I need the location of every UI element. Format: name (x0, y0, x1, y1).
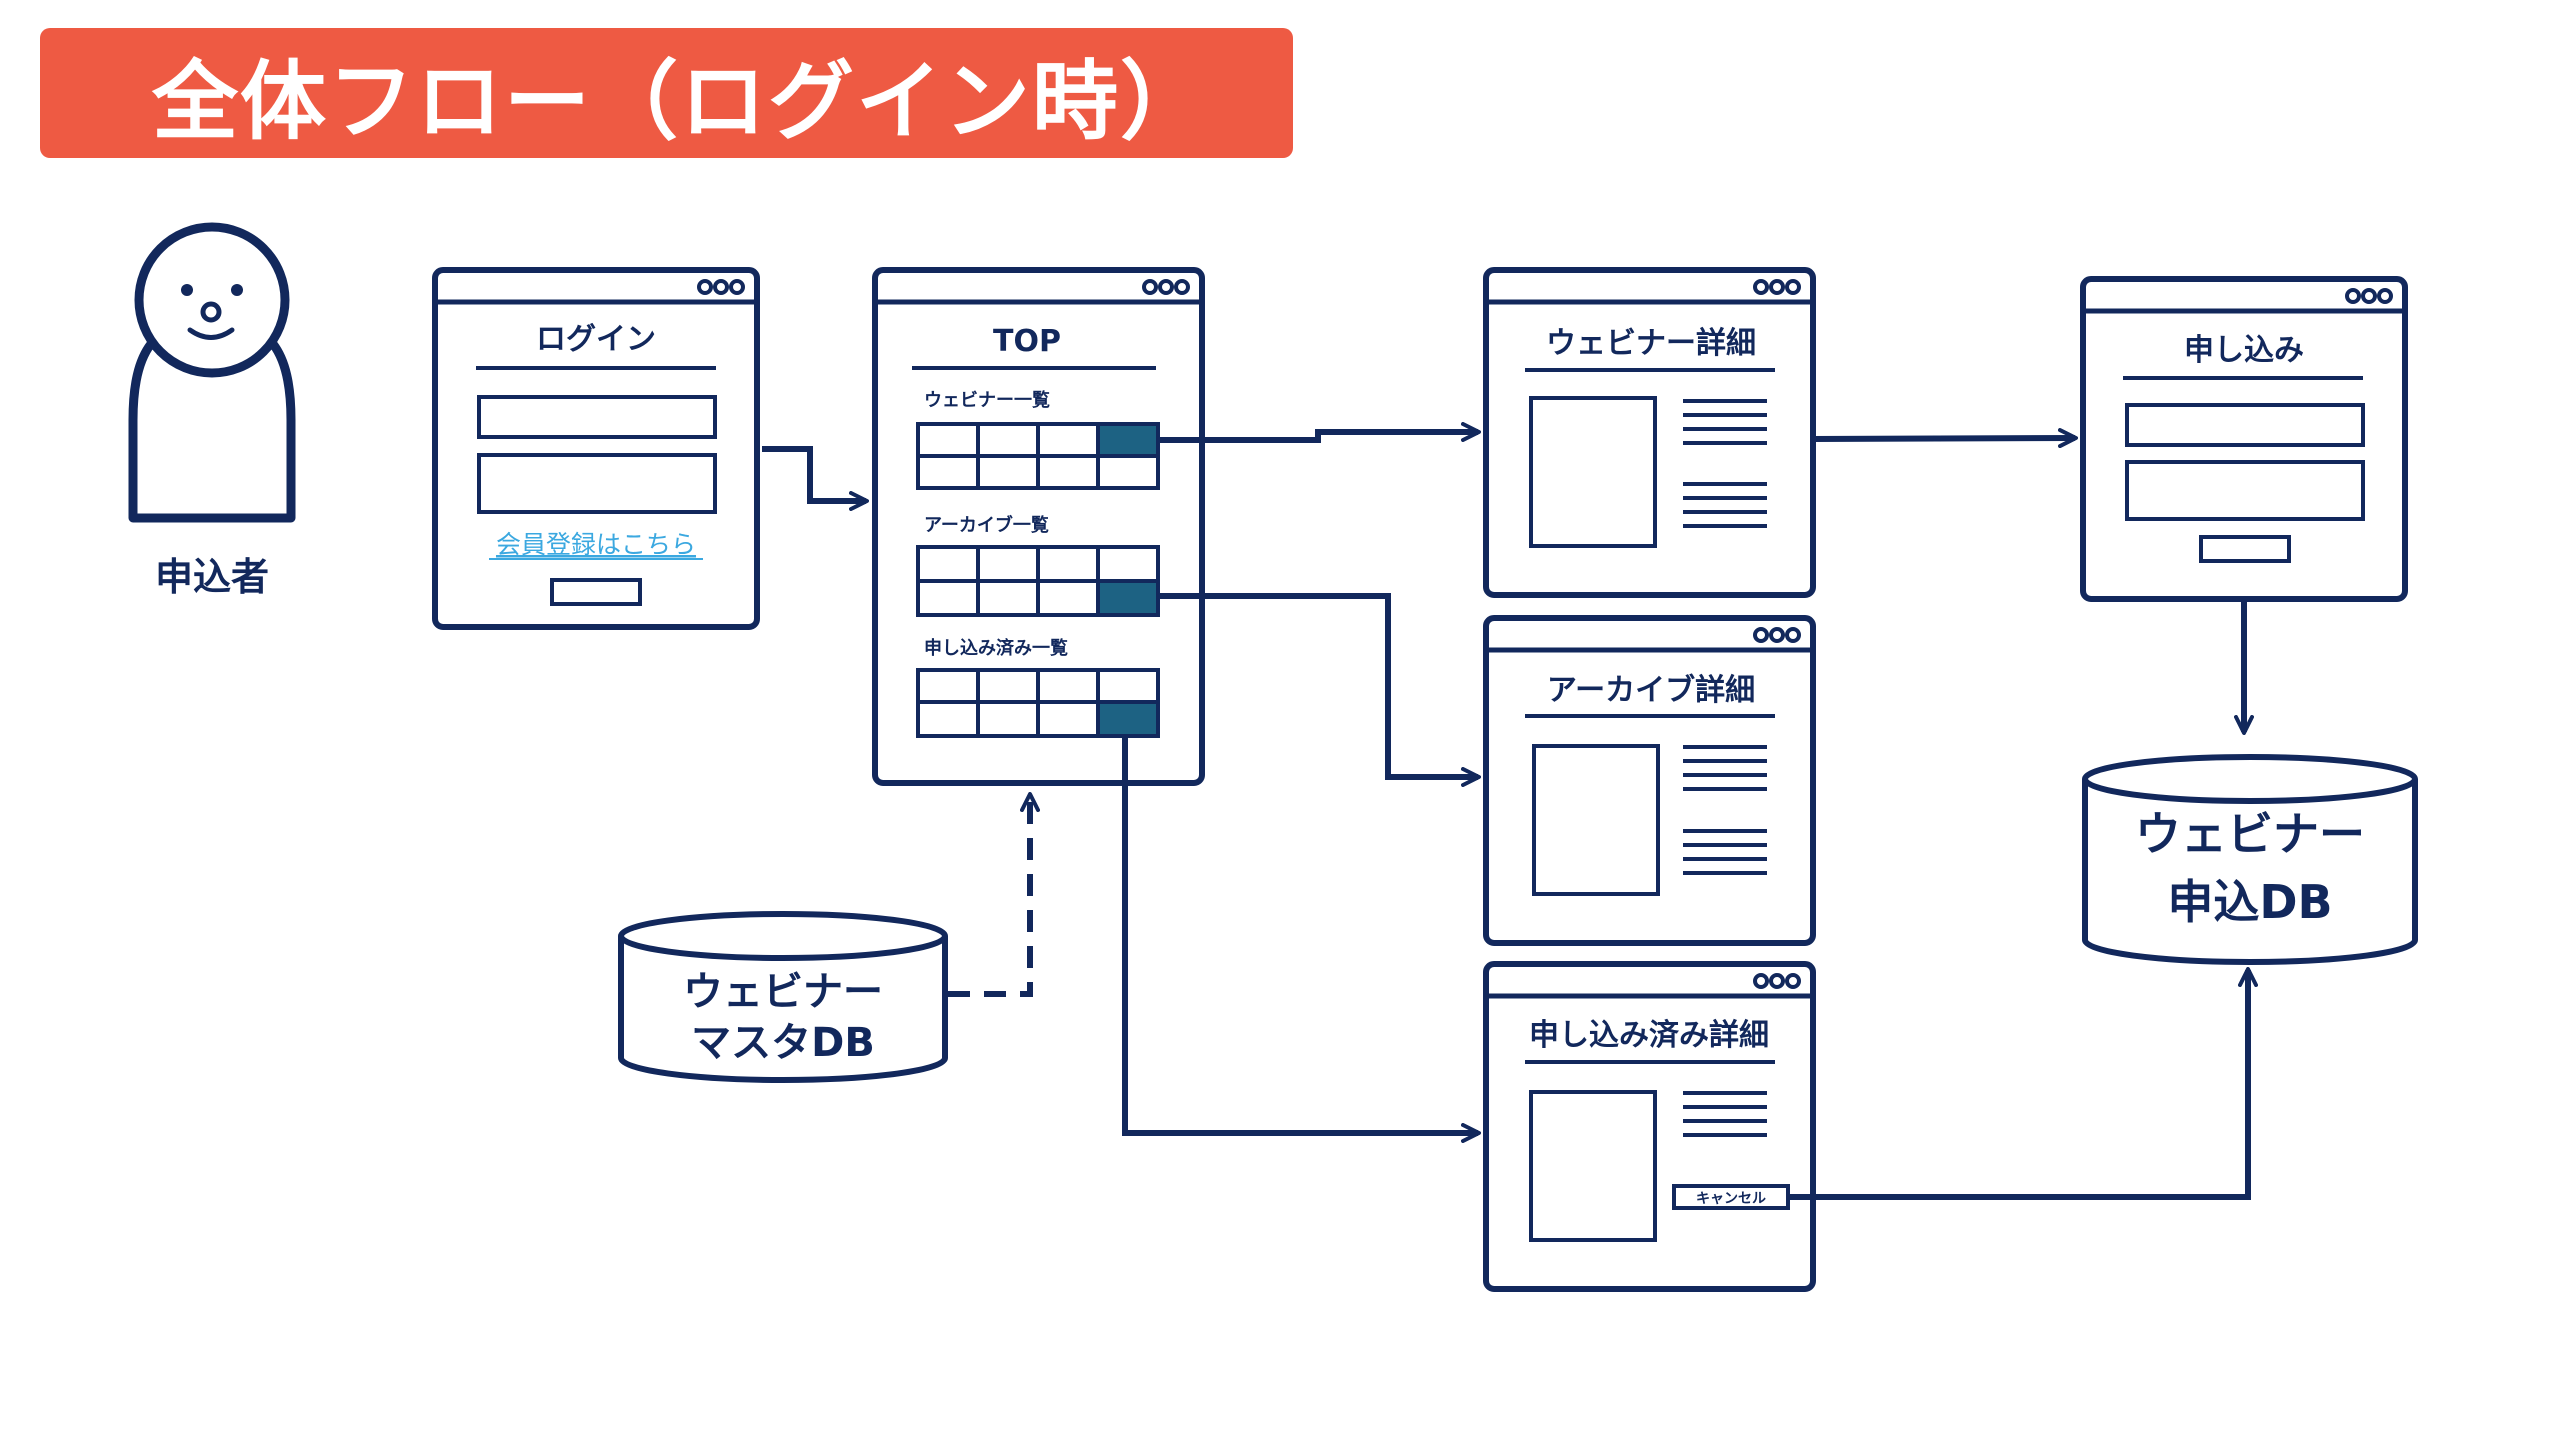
webinar-detail-title: ウェビナー詳細 (1546, 326, 1756, 361)
window-dots-icon (1753, 279, 1801, 295)
text-lines (1683, 399, 1767, 528)
actor-label: 申込者 (155, 555, 269, 599)
top-section-applied: 申し込み済み一覧 (924, 637, 1068, 659)
image-placeholder (1532, 744, 1660, 896)
window-dots-icon (1753, 973, 1801, 989)
screen-archive-detail: アーカイブ詳細 (1483, 615, 1816, 946)
title-banner: 全体フロー（ログイン時） (40, 28, 1293, 158)
database-icon (2082, 754, 2418, 965)
arrow-top-to-archive-detail (1158, 593, 1481, 787)
apply-field-2[interactable] (2125, 460, 2365, 521)
page-title: 全体フロー（ログイン時） (152, 51, 1208, 152)
arrow-cancel-to-application-db (1788, 967, 2258, 1200)
applied-detail-title: 申し込み済み詳細 (1529, 1018, 1769, 1053)
apply-submit-button[interactable] (2199, 535, 2291, 563)
arrow-top-to-applied-detail (1122, 736, 1481, 1143)
screen-applied-detail: 申し込み済み詳細 キャンセル (1483, 961, 1816, 1292)
webinar-list-detail-button[interactable] (1096, 422, 1160, 458)
image-placeholder (1529, 1090, 1657, 1242)
apply-title: 申し込み (2184, 333, 2304, 368)
database-icon (618, 911, 948, 1083)
database-master: ウェビナー マスタDB (618, 911, 948, 1083)
screen-login: ログイン 会員登録はこちら (432, 267, 760, 630)
apply-field-1[interactable] (2125, 403, 2365, 447)
screen-webinar-detail: ウェビナー詳細 (1483, 267, 1816, 598)
login-title: ログイン (536, 322, 656, 357)
login-id-field[interactable] (477, 395, 717, 439)
person-icon (128, 222, 296, 523)
arrow-top-to-webinar-detail (1158, 422, 1481, 443)
top-section-archive: アーカイブ一覧 (924, 514, 1049, 536)
window-dots-icon (697, 279, 745, 295)
image-placeholder (1529, 396, 1657, 548)
archive-detail-title: アーカイブ詳細 (1547, 673, 1755, 708)
applied-list-detail-button[interactable] (1096, 700, 1160, 738)
master-db-line2: マスタDB (691, 1020, 875, 1066)
window-dots-icon (1753, 627, 1801, 643)
text-lines (1683, 745, 1767, 875)
login-submit-button[interactable] (550, 578, 642, 606)
application-db-line1: ウェビナー (2135, 807, 2365, 861)
arrow-webinar-detail-to-apply (1812, 428, 2078, 449)
register-link[interactable]: 会員登録はこちら (496, 530, 696, 559)
screen-apply: 申し込み (2080, 276, 2408, 602)
cancel-button-label: キャンセル (1696, 1191, 1766, 1207)
window-dots-icon (2345, 288, 2393, 304)
top-title: TOP (993, 324, 1061, 359)
screen-top: TOP ウェビナー一覧 アーカイブ一覧 申し込み済み一覧 (872, 267, 1205, 786)
database-application: ウェビナー 申込DB (2082, 754, 2418, 965)
master-db-line1: ウェビナー (683, 969, 883, 1015)
text-lines (1683, 1091, 1767, 1137)
window-dots-icon (1142, 279, 1190, 295)
login-password-field[interactable] (477, 453, 717, 514)
actor: 申込者 (128, 222, 296, 599)
arrow-login-to-top (762, 446, 869, 511)
arrow-master-db-to-top (948, 792, 1040, 997)
archive-list-detail-button[interactable] (1096, 579, 1160, 617)
top-section-webinar: ウェビナー一覧 (924, 389, 1050, 411)
application-db-line2: 申込DB (2167, 875, 2332, 929)
